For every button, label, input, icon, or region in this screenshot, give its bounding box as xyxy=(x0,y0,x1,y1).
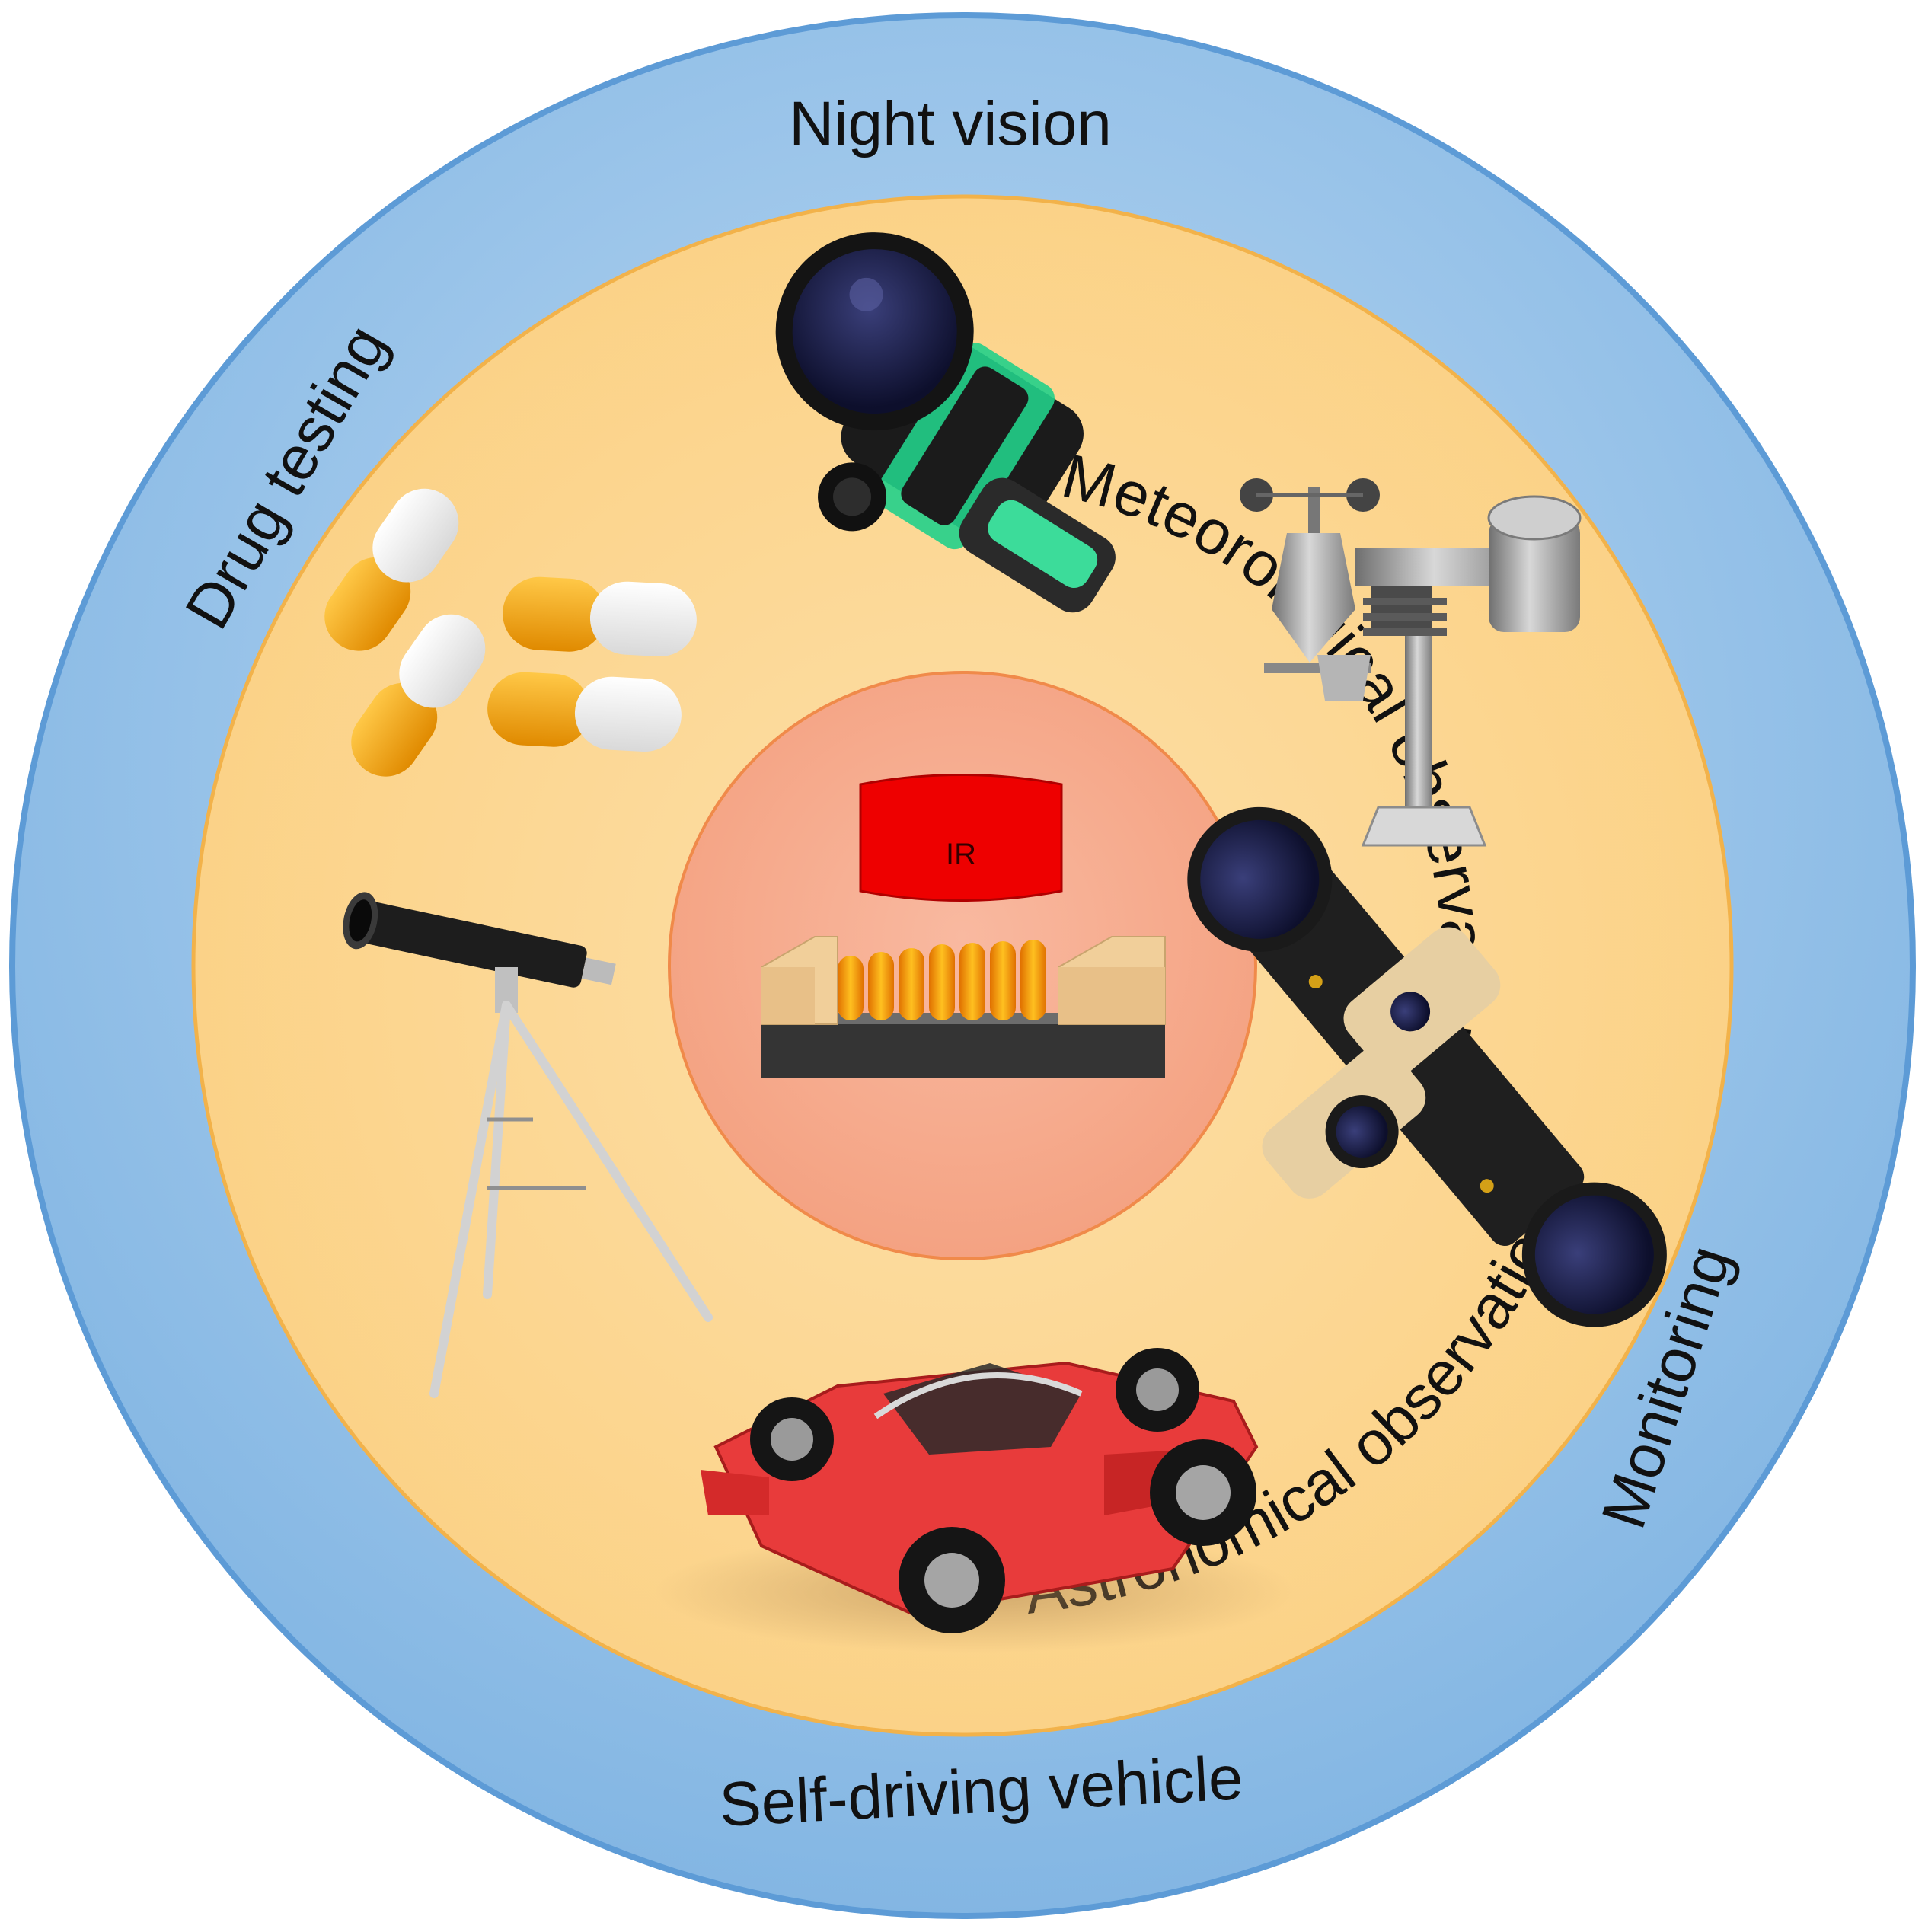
telescope-icon xyxy=(343,892,713,1398)
label-night-vision: Night vision xyxy=(789,89,1112,158)
weather-station-icon xyxy=(1240,478,1582,847)
surveillance-camera-icon xyxy=(1187,806,1667,1327)
ir-device: IR xyxy=(761,774,1166,1078)
nanowire-array xyxy=(838,940,1046,1020)
night-vision-device-icon xyxy=(775,232,1116,613)
race-car-icon xyxy=(655,1348,1295,1653)
car-wheels xyxy=(750,1348,1256,1633)
ir-source xyxy=(859,774,1063,902)
substrate xyxy=(761,1024,1165,1078)
capsules-icon xyxy=(324,488,697,777)
ir-source-label: IR xyxy=(946,838,976,871)
